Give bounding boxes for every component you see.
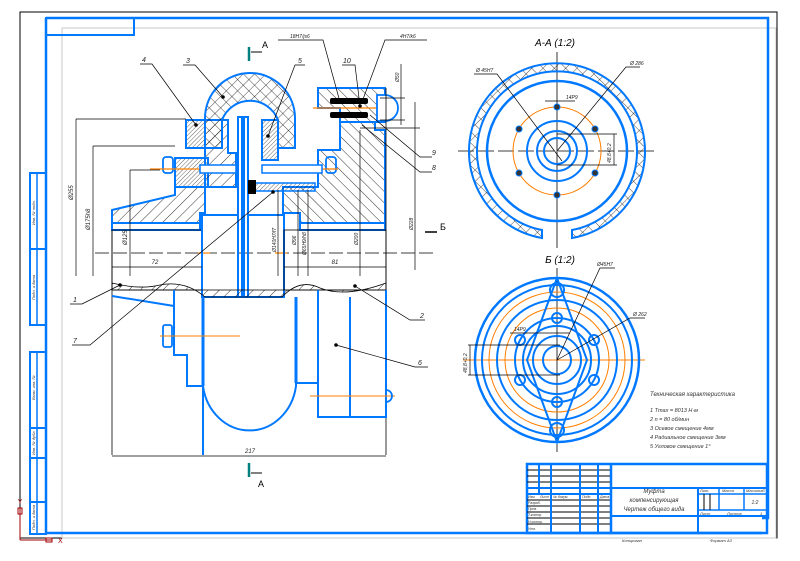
stamp-header: Изм. (528, 495, 535, 499)
stamp-role: Н.контр. (528, 520, 543, 524)
stamp-role: Пров. (528, 507, 537, 511)
part-3-elastic-shell (204, 72, 296, 149)
note-item: 1 Tmax = 8013 Н·м (650, 408, 698, 414)
side-stamp-label: Инв. № подл. (31, 200, 36, 225)
sheets-label: Листов (726, 511, 742, 516)
stamp-role: Разраб. (528, 501, 541, 505)
part-5 (261, 119, 279, 161)
aa-elastic-ring (468, 62, 646, 240)
fit-label: 4H7/k6 (400, 34, 416, 40)
format-label: Формат A3 (710, 538, 733, 543)
stamp-role: Утв. (528, 527, 536, 531)
bolt (150, 156, 237, 174)
aa-dim-key-width: 14P9 (566, 95, 578, 101)
section-aa-title: А-А (1:2) (534, 38, 575, 49)
title-line-1: Муфта (643, 489, 665, 495)
header-lit: Лит. (699, 488, 709, 493)
aa-dim-right: Ø 286 (629, 61, 644, 67)
dim-d4: Ø140H7/f7 (272, 228, 278, 253)
dim-d6: Ø65H9/h8 (302, 232, 308, 256)
note-item: 5 Угловое смещение 1° (650, 444, 711, 450)
dim-d2: Ø175h8 (86, 208, 92, 231)
leader-label-8: 8 (432, 165, 436, 172)
dim-d8: Ø228 (409, 218, 415, 231)
b-dim-key-width: 14P9 (514, 327, 526, 333)
inner-frame (61, 27, 777, 539)
leader-label-1: 1 (73, 297, 77, 304)
stamp-header: Дата (599, 495, 609, 499)
dimensions (75, 64, 420, 457)
dim-d3: Ø125 (123, 230, 129, 246)
section-mark-a-bottom: А (247, 463, 264, 489)
b-dim-key-depth: 48,8+0,2 (463, 353, 469, 373)
leader-label-5: 5 (298, 58, 302, 65)
scale-value: 1:2 (752, 500, 759, 506)
ucs-icon: Y X (17, 499, 63, 545)
part-7 (249, 182, 316, 192)
copied-label: Копировал (622, 538, 643, 543)
side-stamp-label: Подп. и дата (31, 504, 36, 530)
svg-text:А: А (262, 40, 268, 50)
leader-label-4: 4 (142, 57, 146, 64)
title-line-2: компенсирующая (630, 498, 680, 504)
outer-frame (19, 11, 778, 539)
title-line-3: Чертеж общего вида (624, 507, 686, 513)
lower-housing (173, 290, 387, 455)
aa-dim-key-depth: 48,8+0,2 (607, 143, 613, 163)
left-hub (111, 186, 206, 224)
b-dim-top: Ø45H7 (596, 262, 613, 268)
section-aa: А-А (1:2) Ø 45H7 Ø 286 14P9 48,8+0,2 (458, 38, 658, 248)
stamp-role: Т.контр. (528, 513, 542, 517)
svg-text:А: А (258, 479, 264, 489)
top-left-stamp (45, 17, 135, 36)
svg-text:Б: Б (440, 222, 446, 232)
leader-label-6: 6 (418, 360, 422, 367)
leader-label-3: 3 (186, 58, 190, 65)
view-b: Б (1:2) Ø45H7 Ø 262 14P9 48,8+0,2 (463, 255, 647, 452)
leader-label-2: 2 (419, 313, 424, 320)
note-item: 4 Радиальное смещение 3мм (650, 435, 726, 441)
dim-d1: Ø255 (69, 185, 75, 201)
pin-assembly (313, 94, 399, 122)
sheets-count: 1 (760, 511, 762, 516)
side-stamp: Инв. № подл. Подп. и дата Взам. инв. № И… (29, 172, 47, 535)
note-item: 2 n = 80 об/мин (649, 417, 689, 423)
view-b-title: Б (1:2) (545, 255, 575, 266)
b-dim-right: Ø 262 (632, 312, 647, 318)
side-stamp-label: Взам. инв. № (31, 375, 36, 400)
stamp-header: Лист (539, 495, 549, 499)
main-view: А А Б Ø255 Ø175h8 Ø125 Ø140H7/f7 (69, 34, 446, 489)
title-block (525, 462, 769, 535)
side-stamp-label: Инв. № дубл. (31, 430, 36, 455)
notes-title: Техническая характеристика (650, 392, 736, 398)
dim-len-total: 217 (244, 449, 256, 455)
fit-label: 18H7/js6 (290, 34, 310, 40)
section-mark-b: Б (425, 222, 446, 233)
aa-bolt-holes (515, 103, 599, 199)
stamp-header: Подп. (582, 495, 591, 499)
header-mass: Масса (722, 488, 735, 493)
technical-notes: Техническая характеристика 1 Tmax = 8013… (649, 392, 736, 450)
dim-len-left: 72 (152, 260, 159, 266)
leader-label-10: 10 (343, 58, 351, 65)
stamp-header: № докум. (553, 495, 568, 499)
section-mark-a-top: А (247, 40, 268, 61)
leader-label-9: 9 (432, 150, 436, 157)
leader-lines (70, 39, 432, 368)
bolt (261, 156, 338, 174)
dim-d9: Ø50 (395, 72, 401, 83)
dim-d5: Ø96 (292, 235, 298, 246)
sheet-label: Лист (699, 511, 711, 516)
aa-dim-left: Ø 45H7 (475, 68, 493, 74)
ucs-x-label: X (58, 538, 63, 545)
ucs-y-label: Y (18, 499, 23, 506)
dim-len-right: 81 (332, 260, 339, 266)
note-item: 3 Осевое смещение 4мм (650, 426, 714, 432)
side-stamp-label: Подп. и дата (31, 274, 36, 300)
dim-d7: Ø200 (354, 233, 360, 246)
leader-label-7: 7 (73, 338, 78, 345)
header-scale: Масштаб (746, 488, 765, 493)
